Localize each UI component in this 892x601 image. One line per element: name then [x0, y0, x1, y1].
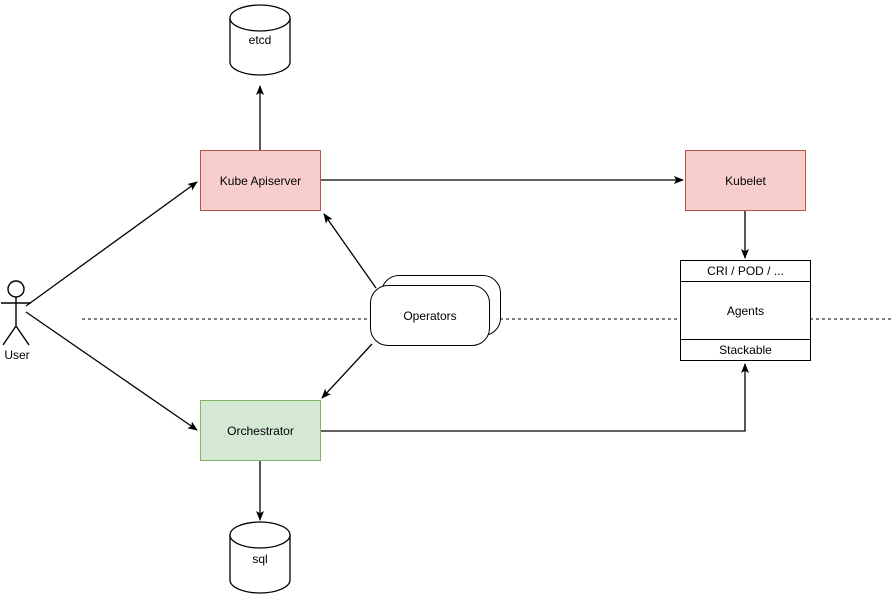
agents-body-label: Agents [726, 303, 765, 318]
node-agents-stack[interactable]: CRI / POD / ... Agents Stackable [680, 260, 811, 361]
node-kubelet[interactable]: Kubelet [685, 150, 806, 211]
agents-cri-pod-segment[interactable]: CRI / POD / ... [681, 261, 810, 282]
kube-apiserver-label: Kube Apiserver [219, 173, 302, 188]
sql-cylinder [229, 521, 291, 594]
agents-body-segment[interactable]: Agents [681, 282, 810, 339]
agents-stackable-segment[interactable]: Stackable [681, 339, 810, 360]
etcd-cylinder [229, 4, 291, 76]
agents-cri-pod-label: CRI / POD / ... [707, 264, 784, 278]
node-kube-apiserver[interactable]: Kube Apiserver [200, 150, 321, 211]
operators-label: Operators [403, 308, 457, 323]
edge-operators-apiserver [323, 213, 377, 289]
edge-operators-orchestrator [321, 343, 373, 399]
kubelet-label: Kubelet [725, 173, 766, 188]
edge-user-apiserver [25, 181, 198, 307]
node-operators[interactable]: Operators [370, 285, 490, 346]
agents-stackable-label: Stackable [719, 343, 772, 357]
orchestrator-label: Orchestrator [227, 423, 294, 438]
edge-user-orchestrator [25, 311, 198, 431]
edge-orchestrator-stackable [321, 363, 749, 432]
node-orchestrator[interactable]: Orchestrator [200, 400, 321, 461]
user-stick-figure [1, 280, 31, 346]
